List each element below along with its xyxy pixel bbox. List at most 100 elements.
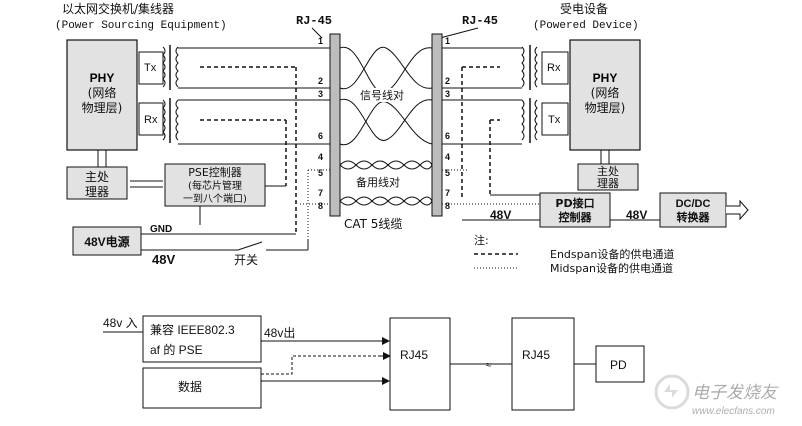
tx-left-label: Tx [144, 62, 157, 74]
cable-pair-1 [339, 46, 433, 94]
pd-header: 受电设备 [560, 2, 608, 16]
pin-left-7: 7 [318, 188, 323, 198]
switch-blade [237, 241, 263, 251]
pin-right-2: 2 [445, 76, 450, 86]
rx-right-label: Rx [547, 62, 561, 74]
tx-right-winding [541, 102, 569, 136]
rj45-right-label: RJ-45 [462, 14, 498, 28]
legend-endspan-text: Endspan设备的供电通道 [550, 247, 674, 261]
pd-controller-line2: 控制器 [559, 210, 593, 224]
phy-left-line2: (网络 [88, 85, 117, 100]
v48-left-label: 48V [152, 252, 175, 267]
b-pd-label: PD [610, 358, 627, 372]
pd-controller-line1: PD接口 [555, 196, 594, 210]
phy-left-line3: 物理层) [82, 101, 123, 115]
tx-right-coil-b [534, 99, 538, 141]
signal-pair-label: 信号线对 [360, 88, 404, 102]
b-pse-line2: af 的 PSE [150, 342, 203, 357]
b-data-label: 数据 [178, 379, 202, 394]
main-processor-left-box [66, 166, 128, 200]
pin-left-2: 2 [318, 76, 323, 86]
cable-pair-2 [339, 46, 433, 90]
power-48v-label: 48V电源 [84, 234, 129, 249]
watermark-logo: 电子发烧友 www.elecfans.com [654, 374, 779, 417]
phy-left-line1: PHY [90, 71, 115, 85]
pin-left-3: 3 [318, 89, 323, 99]
gnd-label: GND [150, 224, 172, 235]
pd-controller-box [539, 192, 611, 228]
spare-pair-label: 备用线对 [356, 175, 400, 189]
b-cable-break: ≈ [486, 360, 492, 371]
cable-pair-3 [339, 98, 433, 141]
pse-controller-line1: PSE控制器 [188, 165, 242, 179]
pin-left-5: 5 [318, 168, 323, 178]
pin-right-7: 7 [445, 188, 450, 198]
phy-right-box [569, 39, 641, 151]
rx-left-coil-b [175, 99, 179, 141]
rj45-right-connector [431, 33, 443, 217]
rx-left-label: Rx [144, 114, 158, 126]
main-processor-left-line1: 主处 [85, 170, 109, 184]
dcdc-output-arrow [726, 199, 749, 221]
pin-left-8: 8 [318, 201, 323, 211]
pin-left-4: 4 [318, 152, 323, 162]
cable-pair-4 [339, 101, 433, 146]
dcdc-line1: DC/DC [676, 198, 711, 210]
phy-right-line1: PHY [593, 71, 618, 85]
pin-left-6: 6 [318, 131, 323, 141]
phy-left-box [66, 39, 138, 151]
watermark-text: 电子发烧友 [692, 383, 779, 403]
phy-right-line3: 物理层) [585, 101, 626, 115]
b-pse-box [142, 315, 262, 363]
pin-right-4: 4 [445, 152, 450, 162]
b-rj45-1-box [389, 317, 451, 411]
pin-right-5: 5 [445, 168, 450, 178]
cable-label: CAT 5线缆 [344, 217, 402, 231]
v48-mid-label: 48V [490, 208, 511, 222]
main-processor-right-line2: 理器 [597, 177, 619, 190]
signal-pair-bg [358, 88, 416, 102]
pd-header-en: (Powered Device) [533, 20, 639, 32]
cable-spare-4 [339, 196, 433, 206]
rj45-right-pointer [439, 27, 479, 39]
rj45-left-pointer [311, 27, 323, 39]
b-rj45-2-label: RJ45 [522, 348, 550, 362]
rx-left-winding [138, 102, 164, 136]
tx-left-coil-a [162, 46, 166, 88]
legend-title: 注: [474, 233, 489, 247]
pse-header: 以太网交换机/集线器 [62, 1, 174, 16]
power-48v-box [72, 226, 142, 256]
pin-right-6: 6 [445, 131, 450, 141]
b-rj45-2-box [511, 317, 575, 411]
pse-header-en: (Power Sourcing Equipment) [55, 20, 227, 32]
b-data-dashed-path [261, 355, 380, 375]
rx-left-coil-a [162, 99, 166, 141]
pse-controller-line2: (每芯片管理 [188, 179, 242, 192]
dcdc-box [659, 192, 727, 228]
phy-right-line2: (网络 [591, 85, 620, 100]
cable-spare-2 [339, 160, 433, 170]
main-processor-right-box [577, 163, 639, 191]
b-data-box [142, 367, 262, 409]
rx-right-coil-b [534, 46, 538, 88]
pse-controller-box [164, 163, 266, 207]
tx-left-coil-b [175, 46, 179, 88]
pin-right-3: 3 [445, 89, 450, 99]
b-rj45-1-label: RJ45 [400, 348, 428, 362]
main-processor-left-line2: 理器 [85, 185, 109, 199]
rx-right-coil-a [521, 46, 525, 88]
watermark-url: www.elecfans.com [692, 406, 775, 417]
v48-right-label: 48V [626, 208, 647, 222]
pin-right-8: 8 [445, 201, 450, 211]
tx-right-coil-a [521, 99, 525, 141]
rx-right-winding [541, 51, 569, 85]
cable-spare-3 [339, 196, 433, 206]
b-output-label: 48v出 [264, 326, 295, 340]
switch-label: 开关 [234, 253, 258, 267]
b-pd-box [595, 345, 645, 383]
main-processor-right-line1: 主处 [597, 165, 619, 178]
legend-midspan-text: Midspan设备的供电通道 [550, 261, 673, 275]
b-input-label: 48v 入 [103, 316, 138, 330]
